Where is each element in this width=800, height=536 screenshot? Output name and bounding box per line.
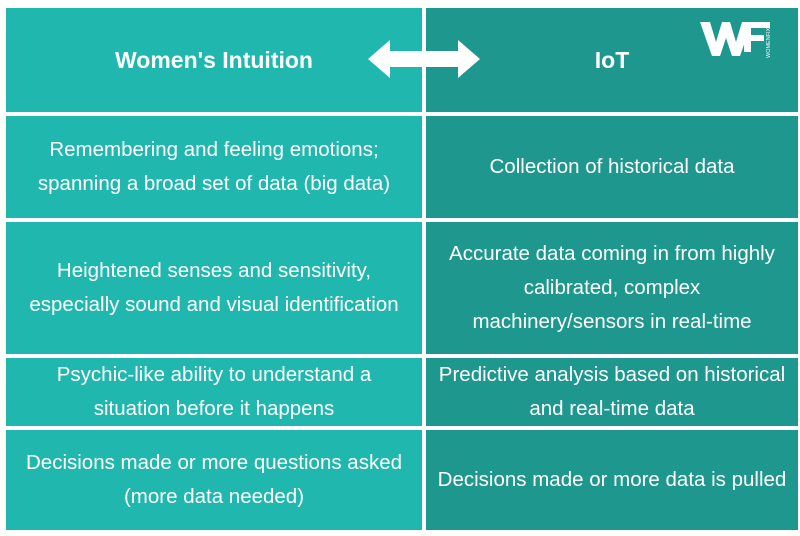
- left-cell-row-4: Decisions made or more questions asked (…: [6, 430, 422, 530]
- right-header-title: IoT: [594, 47, 630, 73]
- left-cell-row-2: Heightened senses and sensitivity, espec…: [6, 222, 422, 354]
- right-cell-text: Accurate data coming in from highly cali…: [449, 242, 775, 333]
- wf-logo-icon: WOMENFIX: [700, 22, 772, 58]
- left-cell-text: Psychic-like ability to understand a sit…: [56, 363, 372, 420]
- right-cell-row-4: Decisions made or more data is pulled: [426, 430, 798, 530]
- right-cell-row-1: Collection of historical data: [426, 116, 798, 218]
- right-cell-text: Collection of historical data: [489, 155, 735, 178]
- left-header-title: Women's Intuition: [115, 47, 313, 73]
- right-column-header: IoT: [426, 8, 798, 112]
- logo-text: WOMENFIX: [766, 27, 772, 58]
- right-cell-text: Predictive analysis based on historical …: [438, 363, 786, 420]
- left-cell-text: Heightened senses and sensitivity, espec…: [29, 259, 399, 316]
- left-cell-text: Remembering and feeling emotions; spanni…: [37, 138, 391, 195]
- right-cell-row-2: Accurate data coming in from highly cali…: [426, 222, 798, 354]
- left-column-header: Women's Intuition: [6, 8, 422, 112]
- right-cell-text: Decisions made or more data is pulled: [437, 468, 787, 491]
- left-cell-row-3: Psychic-like ability to understand a sit…: [6, 358, 422, 426]
- left-cell-row-1: Remembering and feeling emotions; spanni…: [6, 116, 422, 218]
- double-arrow-icon: [368, 40, 480, 78]
- left-cell-text: Decisions made or more questions asked (…: [25, 451, 403, 508]
- right-cell-row-3: Predictive analysis based on historical …: [426, 358, 798, 426]
